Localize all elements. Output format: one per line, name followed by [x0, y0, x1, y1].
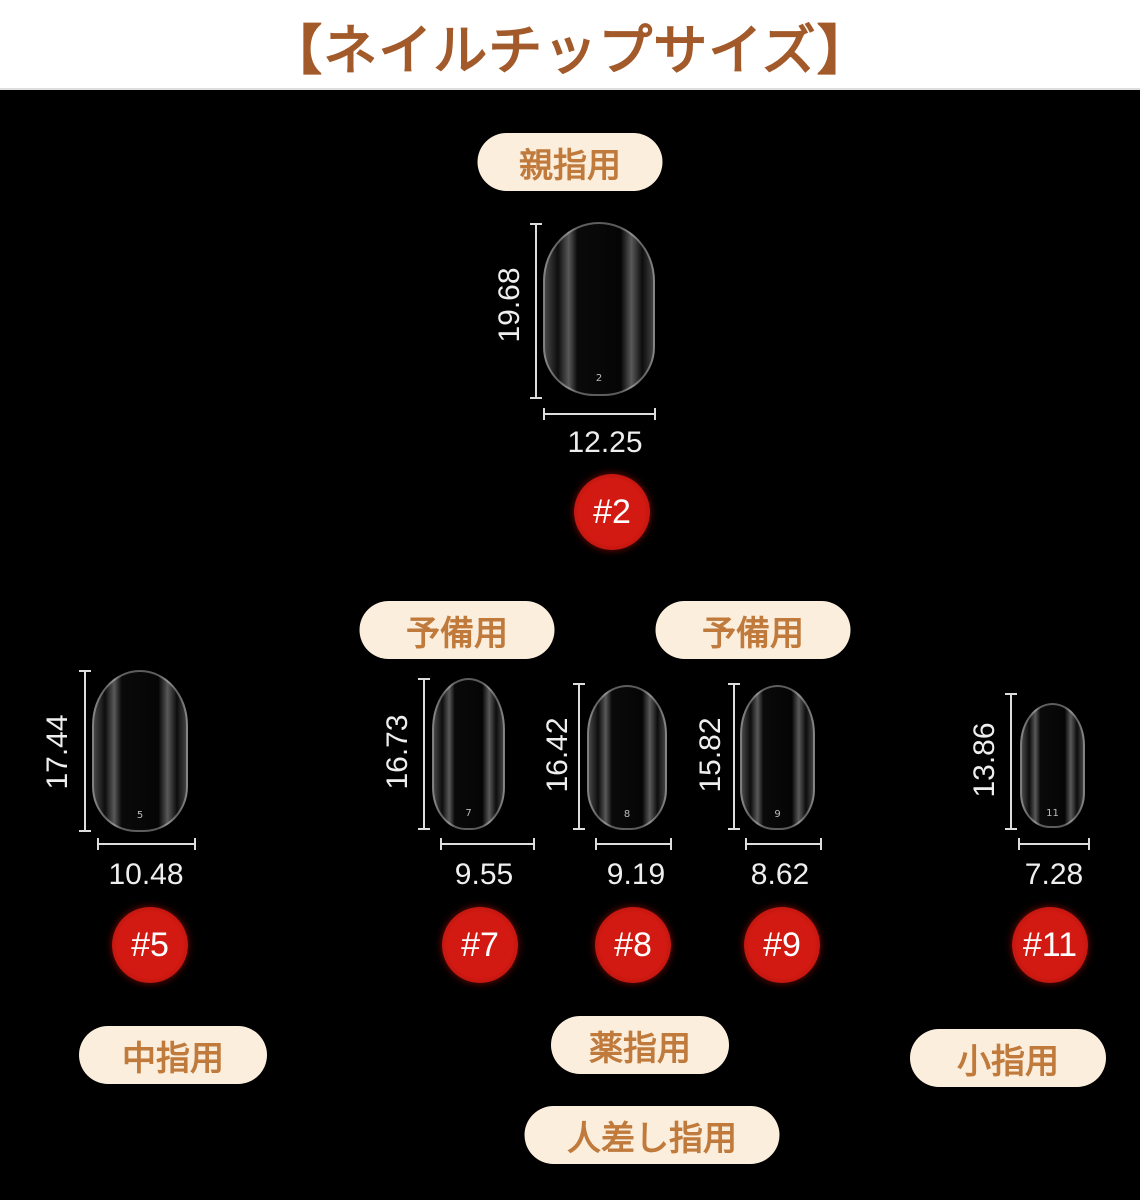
- length-value: 17.44: [41, 714, 74, 790]
- nail-tip-11: 11: [1020, 703, 1085, 828]
- label-pinky: 小指用: [910, 1029, 1106, 1087]
- nail-tip-9: 9: [740, 685, 815, 830]
- size-badge: #7: [442, 907, 518, 983]
- label-middle: 中指用: [79, 1026, 267, 1084]
- length-dimension-line: [1005, 693, 1017, 830]
- nail-tip-8: 8: [587, 685, 667, 830]
- width-value: 10.48: [108, 858, 184, 891]
- label-spare-left: 予備用: [359, 601, 555, 659]
- length-value: 15.82: [694, 717, 727, 793]
- nail-number: 8: [623, 808, 631, 820]
- width-dimension-line: [440, 838, 535, 850]
- length-value: 13.86: [968, 722, 1001, 798]
- nail-tip-7: 7: [432, 678, 505, 830]
- width-dimension-line: [595, 838, 672, 850]
- label-index: 人差し指用: [524, 1106, 780, 1164]
- width-value: 9.55: [454, 858, 514, 891]
- length-value: 16.73: [381, 714, 414, 790]
- size-badge: #9: [744, 907, 820, 983]
- width-value: 12.25: [567, 426, 643, 459]
- width-value: 8.62: [750, 858, 810, 891]
- length-dimension-line: [79, 670, 91, 832]
- length-value: 16.42: [541, 717, 574, 793]
- nail-tip-5: 5: [92, 670, 188, 832]
- label-spare-right: 予備用: [655, 601, 851, 659]
- nail-number: 5: [136, 809, 144, 821]
- length-dimension-line: [728, 683, 740, 830]
- width-dimension-line: [97, 838, 196, 850]
- length-value: 19.68: [493, 267, 526, 343]
- label-thumb: 親指用: [477, 133, 663, 191]
- header-band: 【ネイルチップサイズ】: [0, 0, 1140, 90]
- nail-number: 11: [1046, 807, 1059, 819]
- width-dimension-line: [1018, 838, 1090, 850]
- size-badge: #8: [595, 907, 671, 983]
- width-dimension-line: [543, 408, 656, 420]
- nail-number: 7: [465, 808, 472, 820]
- width-value: 7.28: [1024, 858, 1084, 891]
- label-ring: 薬指用: [551, 1016, 729, 1074]
- size-badge: #11: [1012, 907, 1088, 983]
- nail-number: 2: [595, 372, 603, 384]
- size-badge: #5: [112, 907, 188, 983]
- nail-tip-2: 2: [543, 222, 655, 396]
- size-badge: #2: [574, 474, 650, 550]
- length-dimension-line: [418, 678, 430, 830]
- length-dimension-line: [530, 223, 542, 399]
- width-value: 9.19: [606, 858, 666, 891]
- nail-number: 9: [774, 808, 781, 820]
- page-title: 【ネイルチップサイズ】: [268, 19, 872, 82]
- width-dimension-line: [745, 838, 822, 850]
- length-dimension-line: [573, 683, 585, 830]
